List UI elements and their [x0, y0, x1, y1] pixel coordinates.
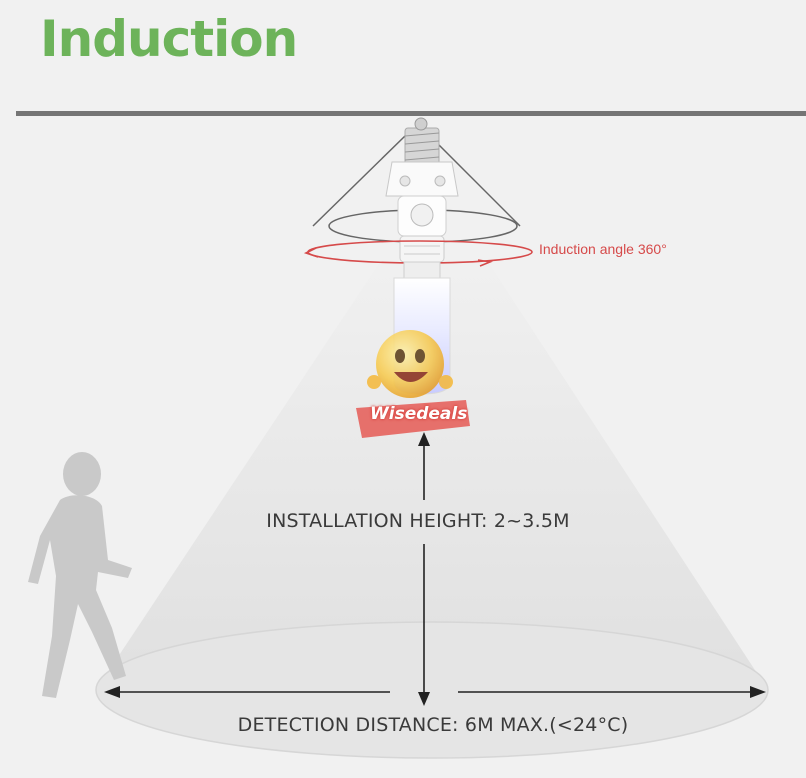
watermark-text: Wisedeals	[370, 404, 468, 424]
installation-height-label: INSTALLATION HEIGHT: 2~3.5M	[266, 510, 570, 532]
detection-distance-label: DETECTION DISTANCE: 6M MAX.(<24°C)	[237, 714, 629, 736]
detection-distance-arrow	[104, 686, 766, 698]
walking-person-icon	[28, 452, 132, 698]
detection-cone	[96, 262, 768, 690]
detection-floor-ellipse	[95, 621, 769, 759]
installation-height-arrow	[418, 432, 430, 706]
motion-sensor-socket-icon	[385, 117, 459, 263]
induction-angle-label: Induction angle 360°	[539, 241, 667, 257]
page-title: Induction	[40, 10, 298, 68]
ceiling-line	[16, 111, 806, 116]
smiley-mascot-icon	[356, 330, 470, 438]
